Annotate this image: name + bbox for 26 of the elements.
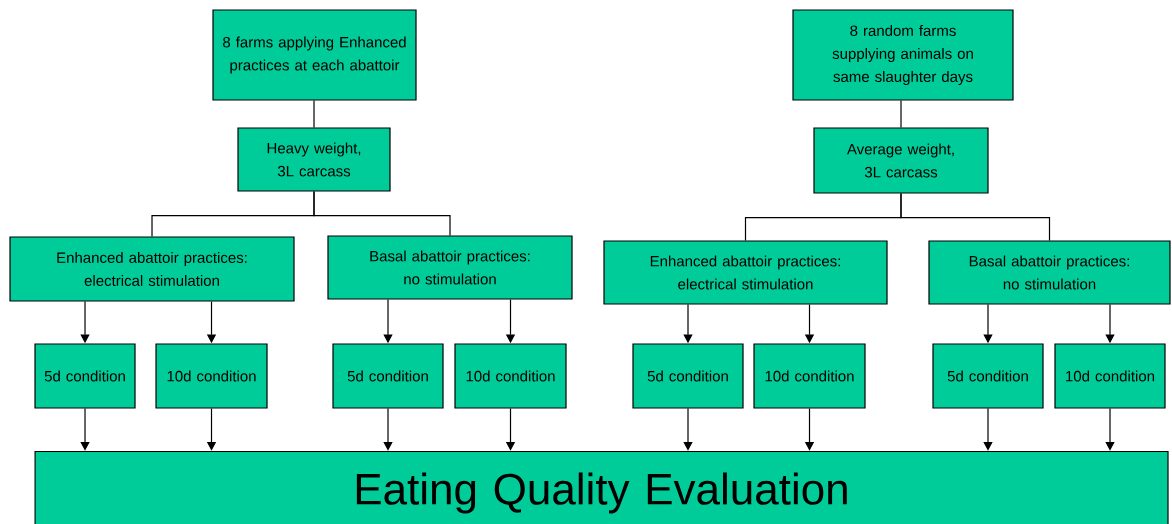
treatment-box: Basal abattoir practices: no stimulation: [327, 235, 573, 300]
connector-line: [900, 100, 902, 128]
evaluation-box: Eating Quality Evaluation: [34, 450, 1169, 524]
condition-box: 5d condition: [332, 343, 444, 409]
condition-box: 10d condition: [454, 343, 567, 409]
arrow: [80, 408, 90, 451]
condition-box: 10d condition: [155, 343, 268, 409]
carcass-box: Average weight, 3L carcass: [813, 127, 989, 194]
treatment-box: Enhanced abattoir practices: electrical stimulation: [603, 240, 888, 305]
condition-box: 5d condition: [34, 343, 136, 409]
condition-box: 10d condition: [1054, 343, 1166, 409]
treatment-box: Enhanced abattoir practices: electrical stimulation: [9, 236, 295, 302]
farm-group-box: 8 random farms supplying animals on same slaughter days: [792, 9, 1014, 101]
condition-box: 10d condition: [753, 343, 866, 409]
carcass-box: Heavy weight, 3L carcass: [237, 127, 391, 192]
arrow: [683, 408, 693, 451]
farm-group-box: 8 farms applying Enhanced practices at each abattoir: [212, 9, 417, 101]
connector-line: [900, 193, 1051, 241]
arrow: [383, 408, 393, 451]
arrow: [1105, 408, 1115, 451]
connector-line: [313, 100, 315, 128]
condition-box: 5d condition: [632, 343, 744, 409]
condition-box: 5d condition: [932, 343, 1044, 409]
connector-line: [313, 191, 451, 236]
arrow: [983, 408, 993, 451]
treatment-box: Basal abattoir practices: no stimulation: [928, 240, 1171, 305]
